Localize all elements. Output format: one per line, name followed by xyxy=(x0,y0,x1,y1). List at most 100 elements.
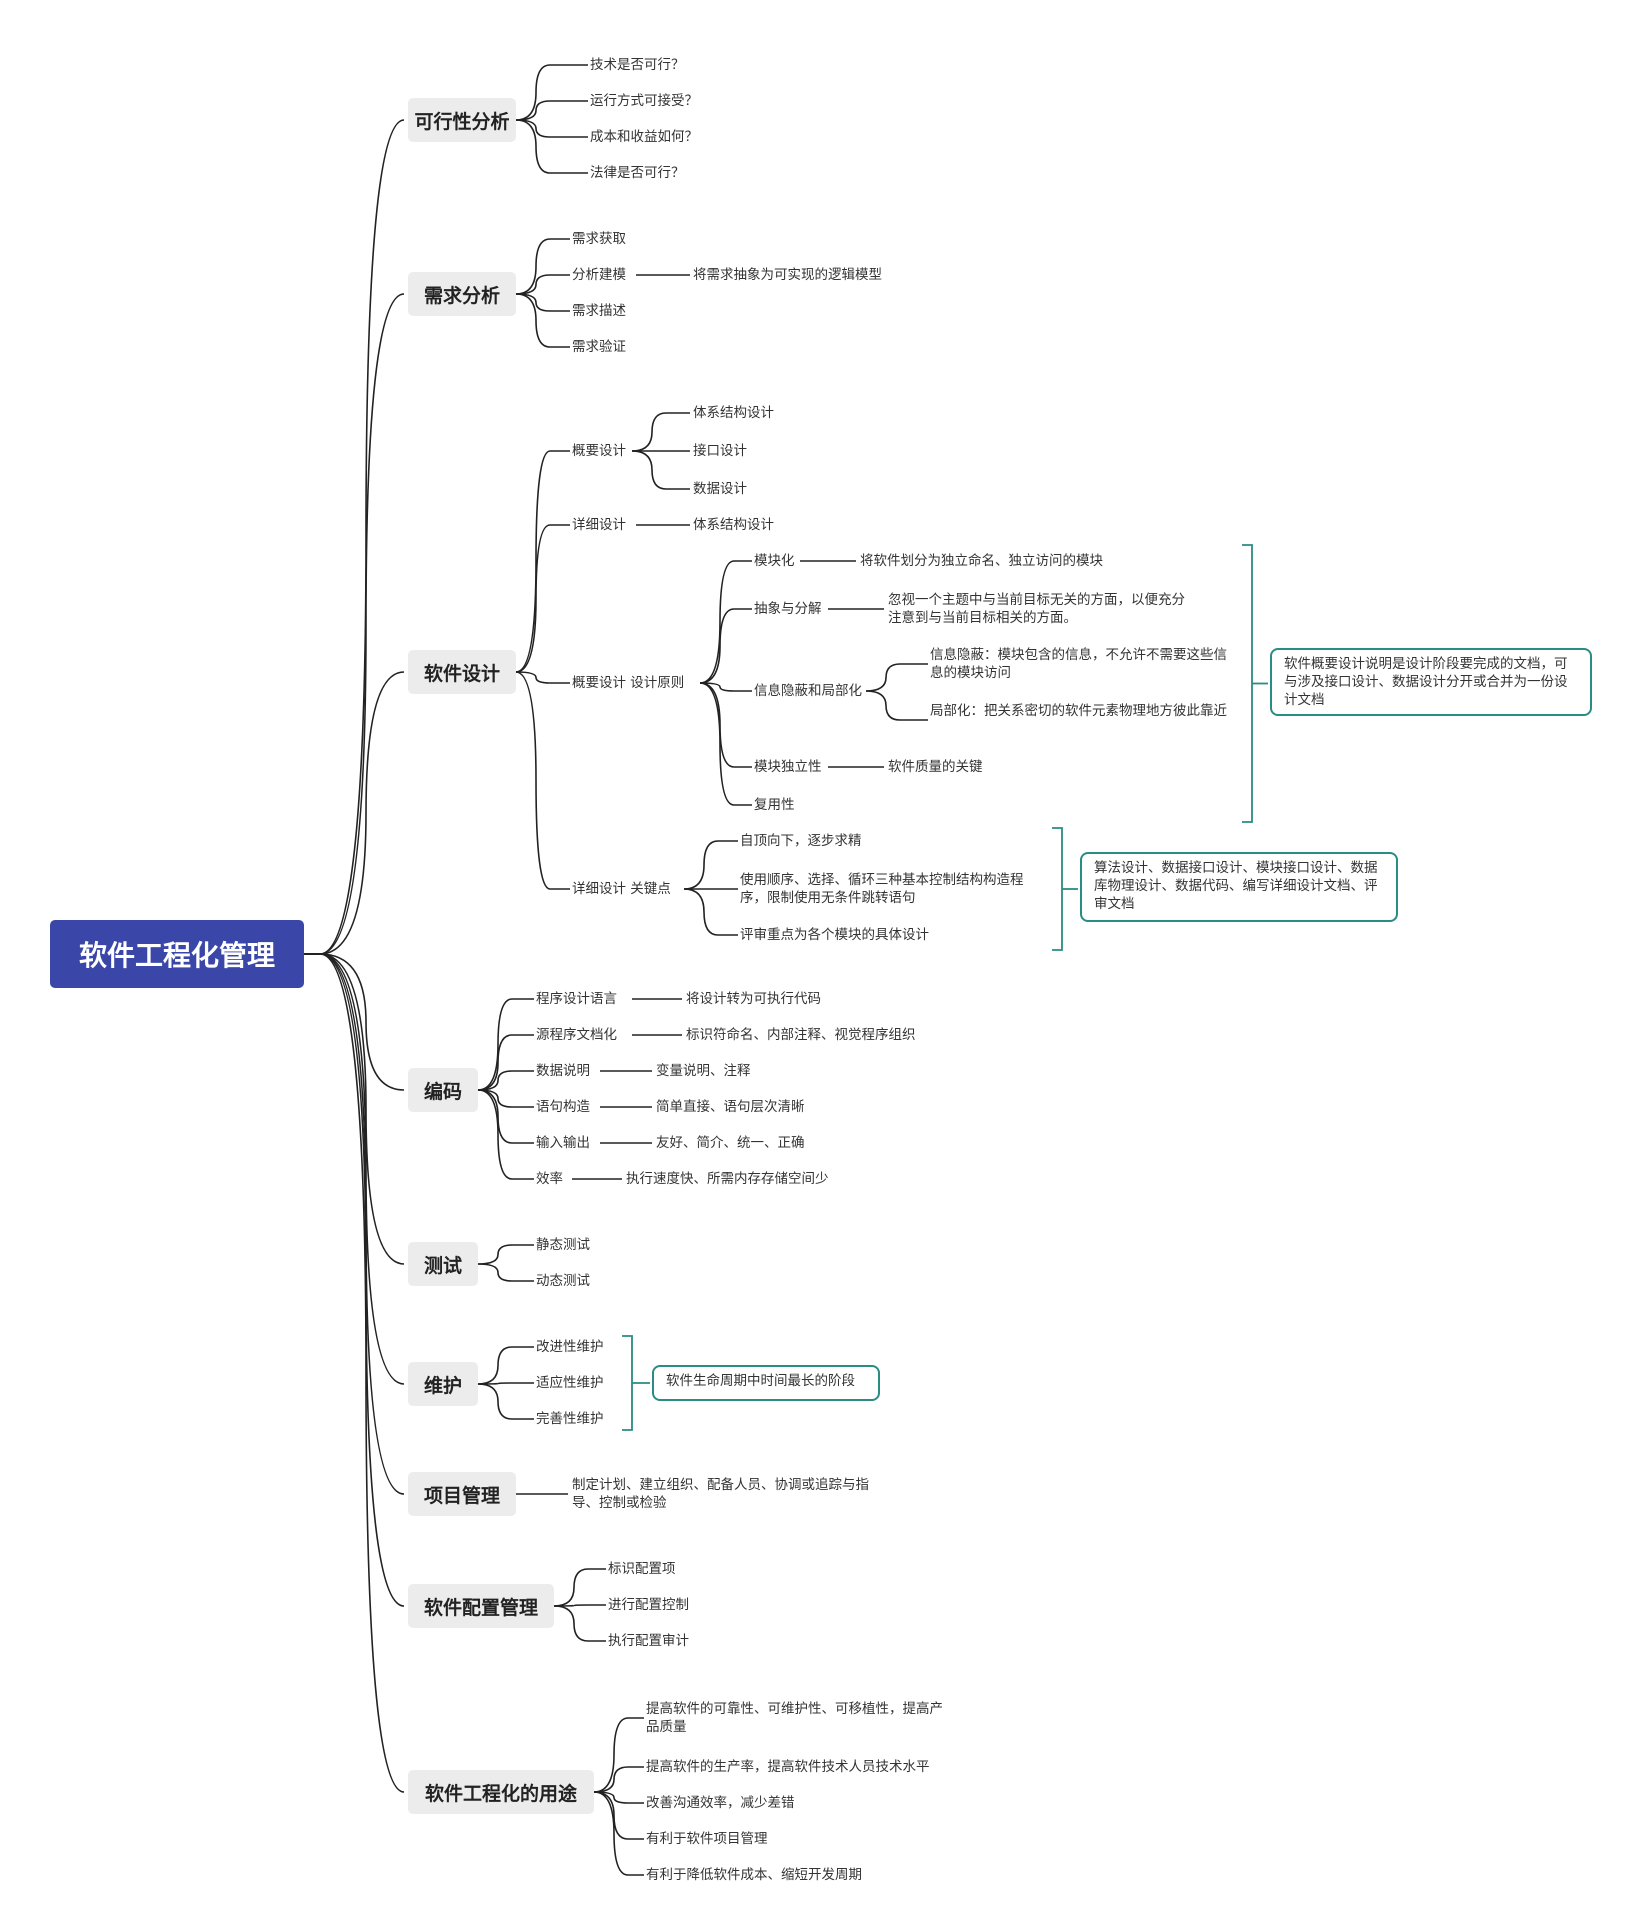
coding-item[interactable]: 输入输出 xyxy=(536,1135,590,1151)
design-outline-item[interactable]: 体系结构设计 xyxy=(693,405,774,421)
coding-item[interactable]: 程序设计语言 xyxy=(536,991,617,1007)
topic-config[interactable]: 软件配置管理 xyxy=(408,1584,554,1628)
requirements-modeling-detail[interactable]: 将需求抽象为可实现的逻辑模型 xyxy=(693,267,882,283)
coding-branch-line xyxy=(477,1089,534,1144)
coding-item[interactable]: 效率 xyxy=(536,1171,563,1187)
design-keypoints-label[interactable]: 详细设计 关键点 xyxy=(572,881,671,897)
topic-project[interactable]: 项目管理 xyxy=(408,1472,516,1516)
coding-branch-line xyxy=(477,998,534,1091)
feasibility-item[interactable]: 运行方式可接受？ xyxy=(590,93,698,109)
requirements-item[interactable]: 分析建模 xyxy=(572,267,626,283)
keypoint-item[interactable]: 评审重点为各个模块的具体设计 xyxy=(740,927,929,943)
design-principles-line xyxy=(699,682,752,806)
topic-maintenance[interactable]: 维护 xyxy=(408,1362,478,1406)
maintenance-note[interactable]: 软件生命周期中时间最长的阶段 xyxy=(652,1365,880,1401)
keypoint-item[interactable]: 自顶向下，逐步求精 xyxy=(740,833,862,849)
design-outline-line xyxy=(631,412,690,452)
coding-item-value[interactable]: 执行速度快、所需内存存储空间少 xyxy=(626,1171,829,1187)
root-branch-line xyxy=(304,119,405,955)
config-item[interactable]: 标识配置项 xyxy=(608,1561,676,1577)
coding-branch-line xyxy=(477,1070,534,1091)
coding-item-value[interactable]: 变量说明、注释 xyxy=(656,1063,751,1079)
coding-item-value[interactable]: 友好、简介、统一、正确 xyxy=(656,1135,805,1151)
root-branch-line xyxy=(304,293,405,955)
usage-branch-line xyxy=(593,1791,644,1876)
principle-hiding-item[interactable]: 信息隐蔽：模块包含的信息，不允许不需要这些信息的模块访问 xyxy=(930,647,1227,681)
principle-reuse[interactable]: 复用性 xyxy=(754,797,795,813)
config-branch-line xyxy=(553,1604,606,1607)
design-branch-line xyxy=(515,671,570,890)
coding-branch-line xyxy=(477,1034,534,1091)
feasibility-item[interactable]: 技术是否可行？ xyxy=(590,57,685,73)
principle-abstraction-value[interactable]: 忽视一个主题中与当前目标无关的方面，以便充分注意到与当前目标相关的方面。 xyxy=(888,592,1185,626)
usage-item[interactable]: 有利于降低软件成本、缩短开发周期 xyxy=(646,1867,862,1883)
design-principles-bracket xyxy=(1242,544,1253,823)
coding-item[interactable]: 数据说明 xyxy=(536,1063,590,1079)
root-topic[interactable]: 软件工程化管理 xyxy=(50,920,304,988)
testing-item[interactable]: 静态测试 xyxy=(536,1237,590,1253)
keypoint-item[interactable]: 使用顺序、选择、循环三种基本控制结构构造程序，限制使用无条件跳转语句 xyxy=(740,872,1024,906)
design-outline-line xyxy=(631,450,690,490)
design-detail-value[interactable]: 体系结构设计 xyxy=(693,517,774,533)
requirements-item[interactable]: 需求描述 xyxy=(572,303,626,319)
design-keypoints-bracket xyxy=(1052,827,1063,951)
maintenance-item[interactable]: 完善性维护 xyxy=(536,1411,604,1427)
principle-hiding-line xyxy=(865,690,928,721)
design-outline-item[interactable]: 接口设计 xyxy=(693,443,747,459)
topic-testing[interactable]: 测试 xyxy=(408,1242,478,1286)
design-outline-item[interactable]: 数据设计 xyxy=(693,481,747,497)
feasibility-branch-line xyxy=(515,64,588,121)
usage-item[interactable]: 改善沟通效率，减少差错 xyxy=(646,1795,795,1811)
design-principles-note[interactable]: 软件概要设计说明是设计阶段要完成的文档，可与涉及接口设计、数据设计分开或合并为一… xyxy=(1270,648,1592,716)
coding-item-value[interactable]: 将设计转为可执行代码 xyxy=(686,991,821,1007)
topic-requirements[interactable]: 需求分析 xyxy=(408,272,516,316)
feasibility-branch-line xyxy=(515,100,588,121)
maintenance-bracket xyxy=(622,1335,633,1431)
config-branch-line xyxy=(553,1568,606,1607)
coding-item[interactable]: 语句构造 xyxy=(536,1099,590,1115)
principle-independence-value[interactable]: 软件质量的关键 xyxy=(888,759,983,775)
feasibility-item[interactable]: 成本和收益如何？ xyxy=(590,129,698,145)
principle-modularity[interactable]: 模块化 xyxy=(754,553,795,569)
maintenance-item[interactable]: 适应性维护 xyxy=(536,1375,604,1391)
topic-coding[interactable]: 编码 xyxy=(408,1068,478,1112)
coding-item[interactable]: 源程序文档化 xyxy=(536,1027,617,1043)
project-value[interactable]: 制定计划、建立组织、配备人员、协调或追踪与指导、控制或检验 xyxy=(572,1477,869,1511)
maintenance-item[interactable]: 改进性维护 xyxy=(536,1339,604,1355)
testing-item[interactable]: 动态测试 xyxy=(536,1273,590,1289)
feasibility-branch-line xyxy=(515,119,588,174)
root-branch-line xyxy=(304,953,405,1091)
principle-hiding[interactable]: 信息隐蔽和局部化 xyxy=(754,683,862,699)
design-outline-label[interactable]: 概要设计 xyxy=(572,443,626,459)
design-keypoints-note[interactable]: 算法设计、数据接口设计、模块接口设计、数据库物理设计、数据代码、编写详细设计文档… xyxy=(1080,852,1398,922)
principle-hiding-line xyxy=(865,663,928,692)
design-principles-line xyxy=(699,560,752,684)
testing-branch-line xyxy=(477,1263,534,1282)
requirements-item[interactable]: 需求获取 xyxy=(572,231,626,247)
principle-modularity-value[interactable]: 将软件划分为独立命名、独立访问的模块 xyxy=(860,553,1103,569)
usage-item[interactable]: 提高软件的可靠性、可维护性、可移植性，提高产品质量 xyxy=(646,1701,943,1735)
usage-item[interactable]: 提高软件的生产率，提高软件技术人员技术水平 xyxy=(646,1759,930,1775)
usage-branch-line xyxy=(593,1791,644,1840)
usage-item[interactable]: 有利于软件项目管理 xyxy=(646,1831,768,1847)
principle-abstraction[interactable]: 抽象与分解 xyxy=(754,601,822,617)
requirements-item[interactable]: 需求验证 xyxy=(572,339,626,355)
topic-feasibility[interactable]: 可行性分析 xyxy=(408,98,516,142)
coding-item-value[interactable]: 标识符命名、内部注释、视觉程序组织 xyxy=(686,1027,916,1043)
design-branch-line xyxy=(515,450,570,673)
maintenance-branch-line xyxy=(477,1346,534,1385)
requirements-branch-line xyxy=(515,274,570,295)
usage-branch-line xyxy=(593,1766,644,1793)
topic-design[interactable]: 软件设计 xyxy=(408,650,516,694)
topic-usage[interactable]: 软件工程化的用途 xyxy=(408,1770,594,1814)
config-item[interactable]: 执行配置审计 xyxy=(608,1633,689,1649)
maintenance-branch-line xyxy=(477,1383,534,1420)
config-item[interactable]: 进行配置控制 xyxy=(608,1597,689,1613)
feasibility-item[interactable]: 法律是否可行？ xyxy=(590,165,685,181)
principle-independence[interactable]: 模块独立性 xyxy=(754,759,822,775)
coding-item-value[interactable]: 简单直接、语句层次清晰 xyxy=(656,1099,805,1115)
principle-hiding-item[interactable]: 局部化：把关系密切的软件元素物理地方彼此靠近 xyxy=(930,703,1227,719)
design-principles-label[interactable]: 概要设计 设计原则 xyxy=(572,675,685,691)
design-detail-label[interactable]: 详细设计 xyxy=(572,517,626,533)
